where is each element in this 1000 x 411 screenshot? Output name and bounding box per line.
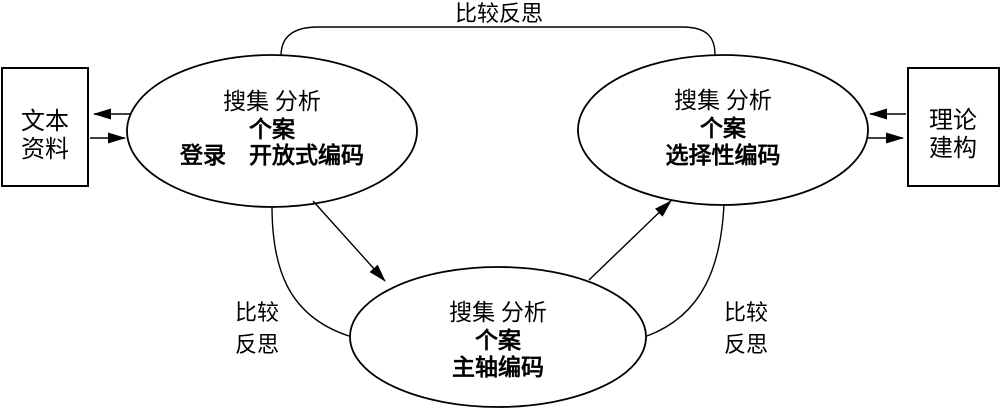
edge-compare-reflect-right <box>646 203 725 337</box>
axial-node-line3: 主轴编码 <box>452 354 544 380</box>
edge-compare-reflect-left <box>271 205 350 337</box>
open-node-line2: 个案 <box>249 116 296 142</box>
open-node-line1: 搜集 分析 <box>223 89 321 114</box>
compare-reflect-left-line2: 反思 <box>235 332 279 357</box>
selective-node-line2: 个案 <box>700 115 747 141</box>
arrow-open-to-axial <box>312 200 386 282</box>
axial-node-line2: 个案 <box>475 327 522 353</box>
theory-construction-line2: 建构 <box>929 135 977 162</box>
edge-compare-reflect-top <box>280 26 716 57</box>
text-material-line2: 资料 <box>21 136 69 163</box>
selective-node-line1: 搜集 分析 <box>674 88 772 113</box>
selective-node-line3: 选择性编码 <box>666 142 781 168</box>
compare-reflect-left-line1: 比较 <box>235 300 279 325</box>
compare-reflect-right-line2: 反思 <box>724 332 768 357</box>
compare-reflect-top-label: 比较反思 <box>455 1 543 26</box>
open-node-line3: 登录 开放式编码 <box>179 142 364 168</box>
arrow-axial-to-selective <box>588 200 672 281</box>
axial-coding-node <box>349 266 647 408</box>
open-coding-node <box>126 54 418 208</box>
axial-node-line1: 搜集 分析 <box>449 300 547 325</box>
theory-construction-line1: 理论 <box>929 107 977 134</box>
selective-coding-node <box>577 54 869 206</box>
text-material-box <box>1 67 89 187</box>
text-material-line1: 文本 <box>21 108 69 135</box>
compare-reflect-right-line1: 比较 <box>724 300 768 325</box>
theory-construction-box <box>907 67 1000 187</box>
